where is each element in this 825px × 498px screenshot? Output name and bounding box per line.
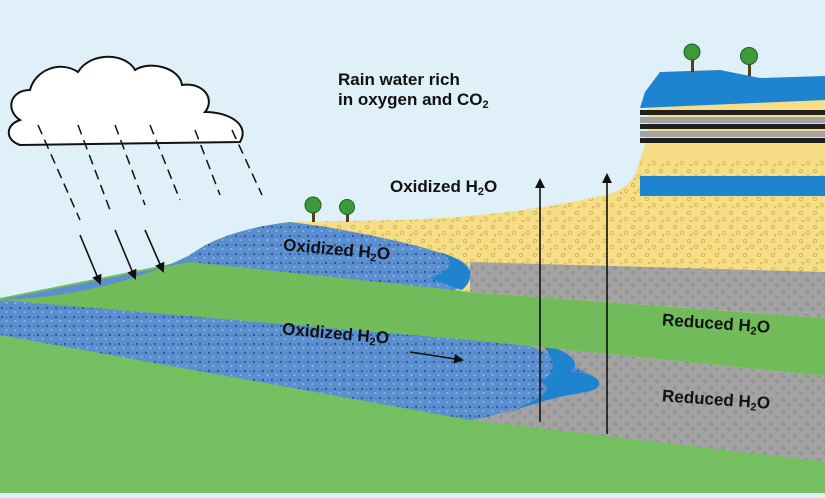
confining-layer (0, 255, 825, 376)
tree-icon (740, 47, 758, 76)
lower-front (505, 338, 600, 414)
cloud-icon (7, 55, 244, 147)
rain-caption: Rain water rich in oxygen and CO2 (338, 70, 489, 111)
rain-arrows (79, 229, 165, 285)
tree-icon (339, 199, 355, 222)
upper-front (430, 252, 471, 290)
dark-stripe (640, 110, 825, 115)
tree-icon (683, 43, 701, 72)
flow-arrow (409, 351, 464, 364)
oxidized-sky-label: Oxidized H2O (390, 177, 498, 198)
base-layer (0, 335, 825, 493)
tree-icon (304, 196, 322, 222)
rain-streaks (37, 124, 263, 221)
plateau-blue-band (640, 176, 825, 196)
rain-caption-line1: Rain water rich (338, 70, 460, 89)
rain-caption-line2: in oxygen and CO2 (338, 90, 489, 111)
plateau-cap (640, 70, 825, 108)
